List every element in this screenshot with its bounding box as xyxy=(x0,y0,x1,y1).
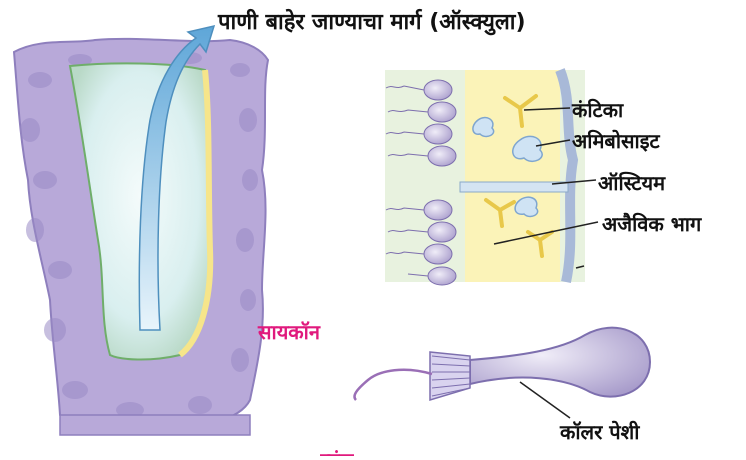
label-amoebocyte: अमिबोसाइट xyxy=(572,127,660,154)
label-bottom-cut: स्पंज xyxy=(320,446,354,456)
label-sycon: सायकॉन xyxy=(258,318,320,345)
collar-cell-leader xyxy=(520,382,570,418)
label-kantika: कंटिका xyxy=(572,96,623,123)
label-abiotic-part: अजैविक भाग xyxy=(602,210,701,237)
collar-cell-figure xyxy=(355,328,651,418)
collar-cell-body xyxy=(470,328,650,397)
ostium-canal xyxy=(460,182,568,192)
diagram-title: पाणी बाहेर जाण्याचा मार्ग (ऑस्क्युला) xyxy=(218,6,526,36)
collar-cell-flagellum xyxy=(355,370,433,400)
sycon-sponge xyxy=(14,26,268,435)
label-collar-cell: कॉलर पेशी xyxy=(560,418,639,445)
wall-section-inset xyxy=(385,70,598,285)
label-ostium: ऑस्टियम xyxy=(598,169,665,196)
sponge-base xyxy=(60,415,250,435)
